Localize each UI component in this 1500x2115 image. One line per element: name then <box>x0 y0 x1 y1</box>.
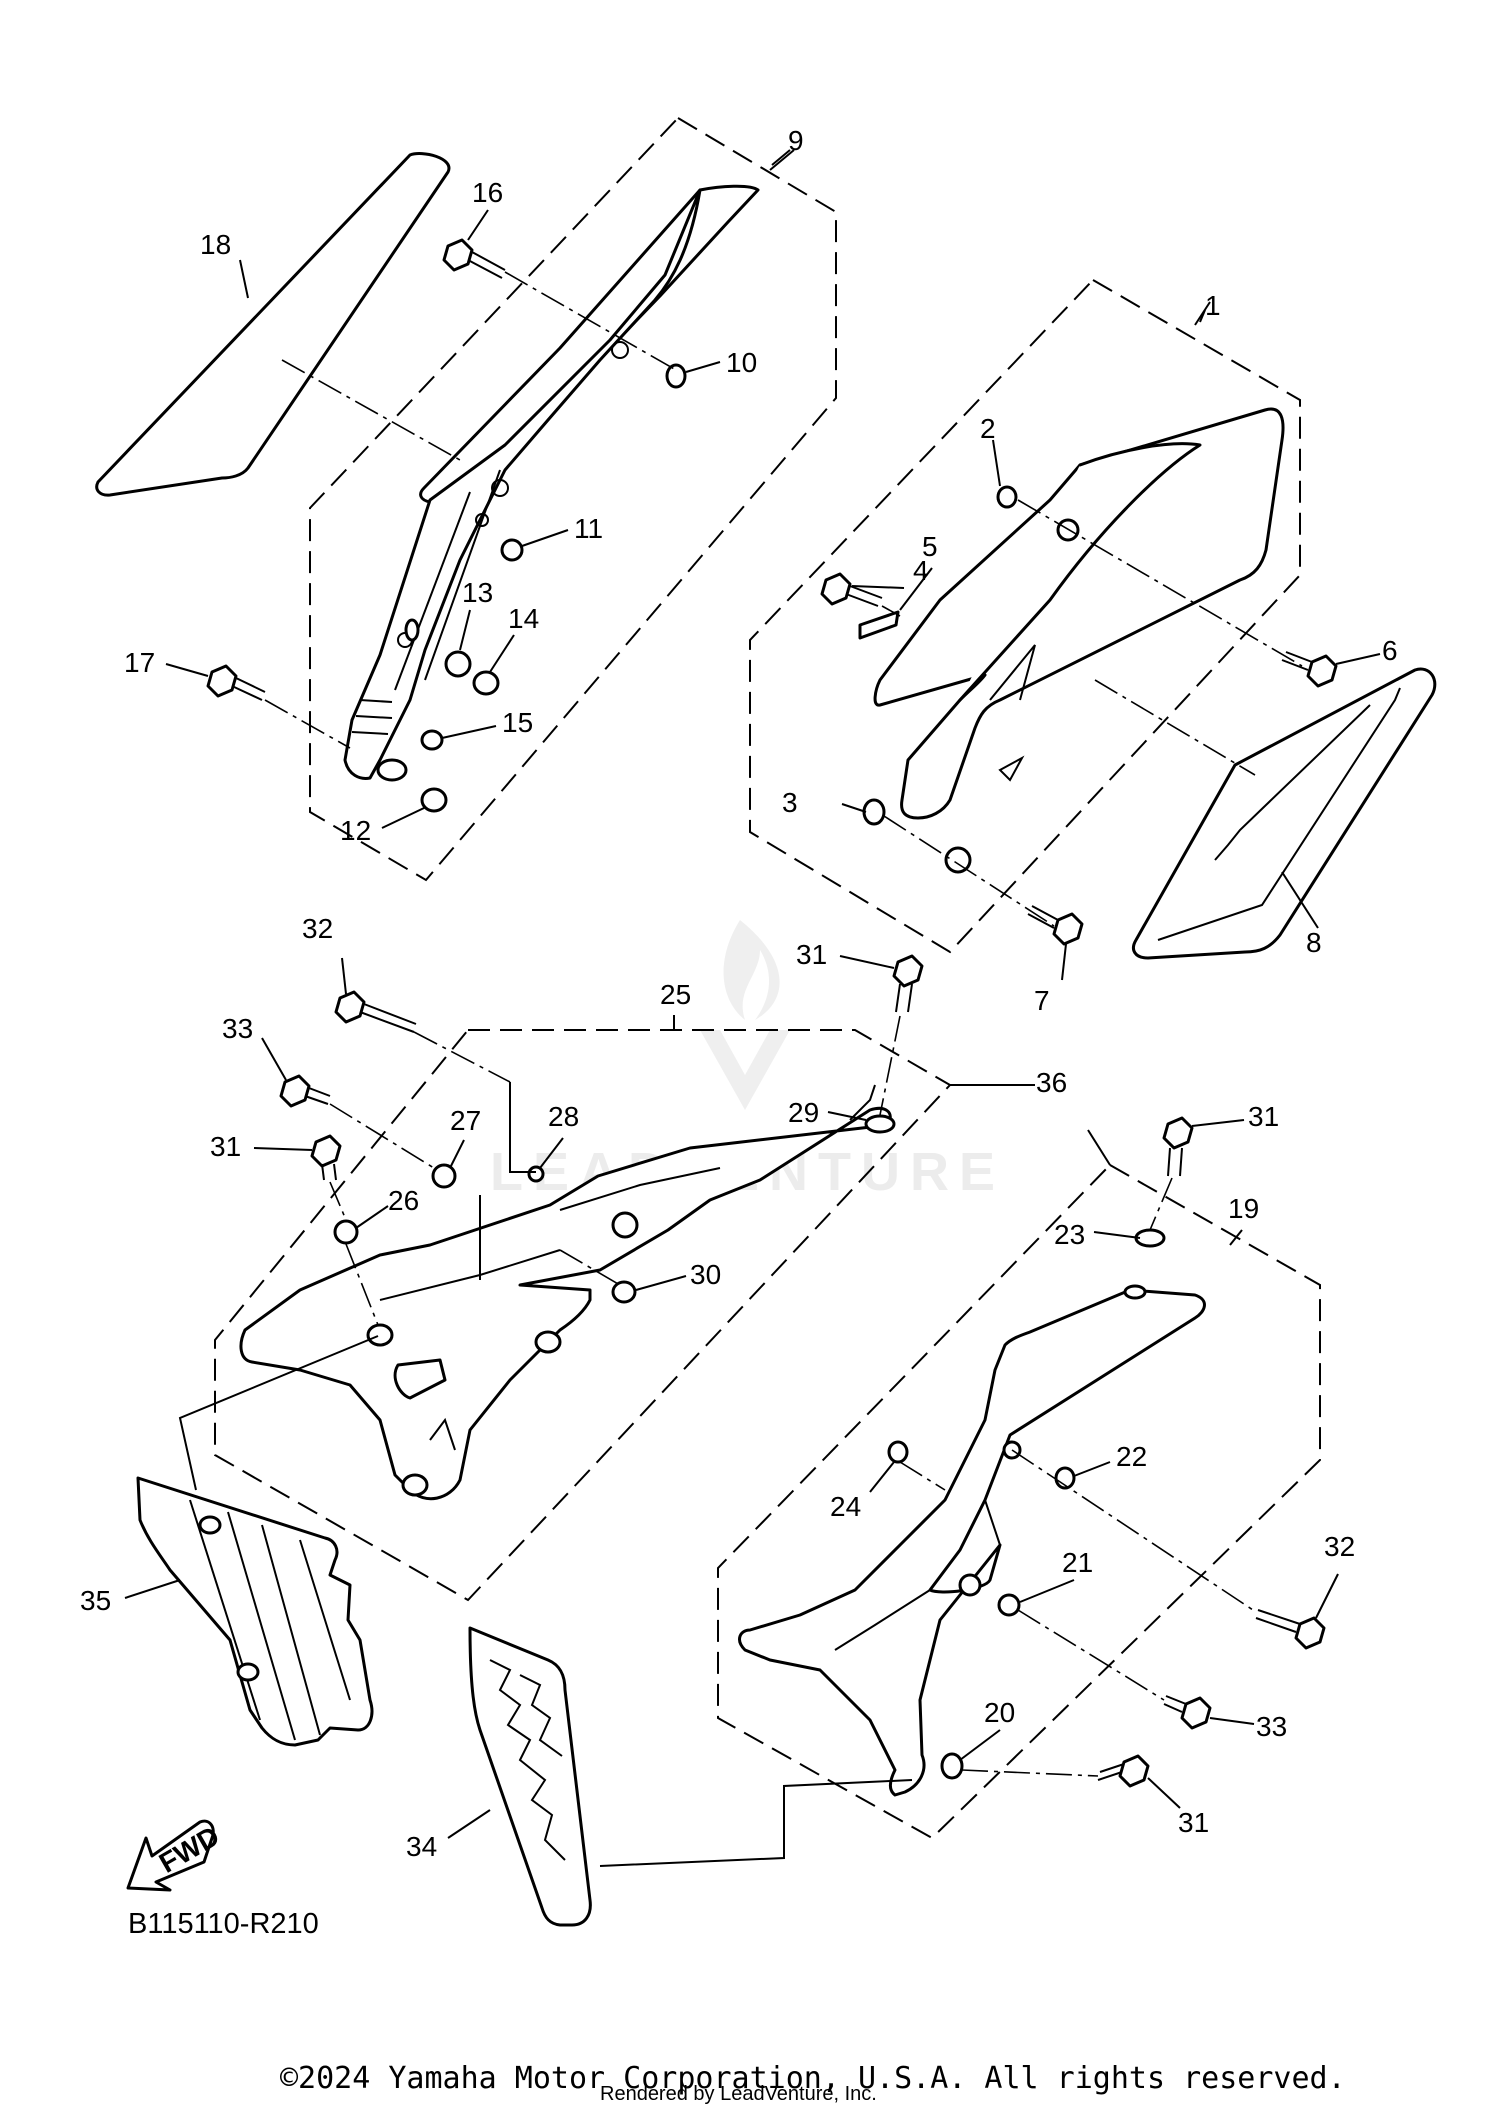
bolt-16 <box>442 238 506 279</box>
callout-28: 28 <box>548 1101 579 1132</box>
callout-25: 25 <box>660 979 691 1010</box>
washer-3 <box>862 798 886 826</box>
callout-32-a: 32 <box>302 913 333 944</box>
callout-14: 14 <box>508 603 539 634</box>
callout-17: 17 <box>124 647 155 678</box>
callout-4: 4 <box>913 555 929 586</box>
side-cover-9 <box>343 184 760 782</box>
callout-31-d: 31 <box>1178 1807 1209 1838</box>
callout-16: 16 <box>472 177 503 208</box>
callout-19: 19 <box>1228 1193 1259 1224</box>
bolt-33-left <box>279 1074 331 1108</box>
callout-12: 12 <box>340 815 371 846</box>
centerlines <box>264 271 1303 1777</box>
callout-27: 27 <box>450 1105 481 1136</box>
bracket-assembly-25 <box>239 1084 892 1501</box>
callout-20: 20 <box>984 1697 1015 1728</box>
callout-35: 35 <box>80 1585 111 1616</box>
grommet-27 <box>431 1163 457 1189</box>
callout-2: 2 <box>980 413 996 444</box>
callout-6: 6 <box>1382 635 1398 666</box>
callout-31-a: 31 <box>796 939 827 970</box>
collar-14 <box>472 670 500 696</box>
nut-28 <box>527 1165 545 1183</box>
callout-9: 9 <box>788 125 804 156</box>
callout-18: 18 <box>200 229 231 260</box>
hardware <box>206 238 1338 1788</box>
callout-15: 15 <box>502 707 533 738</box>
connectors <box>178 1082 913 1867</box>
nut-10 <box>665 363 687 389</box>
bolt-17 <box>206 664 266 701</box>
side-cover-1 <box>873 407 1285 874</box>
lower-cover-19 <box>738 1284 1206 1797</box>
callout-3: 3 <box>782 787 798 818</box>
washer-21 <box>997 1593 1021 1617</box>
callout-33-a: 33 <box>222 1013 253 1044</box>
callout-33-b: 33 <box>1256 1711 1287 1742</box>
grommet-26 <box>333 1219 359 1245</box>
bolt-31-left <box>310 1134 342 1181</box>
washer-23 <box>1134 1228 1166 1248</box>
callout-23: 23 <box>1054 1219 1085 1250</box>
callout-5: 5 <box>922 531 938 562</box>
washer-20 <box>940 1752 964 1780</box>
callout-29: 29 <box>788 1097 819 1128</box>
bolt-31-top <box>892 954 924 1013</box>
fwd-arrow-icon: FWD <box>126 1819 225 1892</box>
callout-7: 7 <box>1034 985 1050 1016</box>
callout-30: 30 <box>690 1259 721 1290</box>
washer-11 <box>500 538 524 562</box>
clip-4 <box>858 610 900 640</box>
washer-29 <box>864 1114 896 1134</box>
nut-2 <box>996 485 1018 509</box>
callout-36: 36 <box>1036 1067 1067 1098</box>
callout-34: 34 <box>406 1831 437 1862</box>
collar-30 <box>611 1280 637 1304</box>
callout-11: 11 <box>574 513 603 544</box>
bolt-32-right <box>1255 1609 1326 1650</box>
rendered-by-text: Rendered by LeadVenture, Inc. <box>600 2083 877 2105</box>
callout-31-c: 31 <box>1248 1101 1279 1132</box>
callouts: 1 2 3 4 5 6 7 8 9 10 11 12 13 14 15 16 1… <box>80 125 1398 1862</box>
nut-24 <box>887 1440 909 1464</box>
bolt-33-right <box>1163 1695 1212 1730</box>
decal-18 <box>95 152 451 497</box>
bolt-5 <box>820 572 883 607</box>
bolt-31-bottom <box>1097 1754 1150 1788</box>
radiator-louver-34 <box>468 1626 592 1927</box>
washer-15 <box>420 729 444 751</box>
callout-22: 22 <box>1116 1441 1147 1472</box>
callout-13: 13 <box>462 577 493 608</box>
callout-24: 24 <box>830 1491 861 1522</box>
bolt-7 <box>1027 905 1084 946</box>
callout-1: 1 <box>1205 290 1221 321</box>
washer-12 <box>420 787 448 813</box>
decal-8 <box>1132 667 1437 960</box>
callout-31-b: 31 <box>210 1131 241 1162</box>
copyright-text: ©2024 Yamaha Motor Corporation, U.S.A. A… <box>280 2061 1346 2096</box>
bolt-32-left <box>334 990 417 1033</box>
bolt-31-right <box>1162 1116 1194 1177</box>
callout-21: 21 <box>1062 1547 1093 1578</box>
callout-10: 10 <box>726 347 757 378</box>
diagram-code: B115110-R210 <box>128 1908 319 1940</box>
callout-leaders <box>124 149 1381 1839</box>
grommet-13 <box>444 650 472 678</box>
callout-32-b: 32 <box>1324 1531 1355 1562</box>
callout-8: 8 <box>1306 927 1322 958</box>
callout-26: 26 <box>388 1185 419 1216</box>
group-outlines <box>214 116 1321 1840</box>
bolt-6 <box>1281 651 1338 688</box>
radiator-louver-35 <box>136 1476 374 1747</box>
